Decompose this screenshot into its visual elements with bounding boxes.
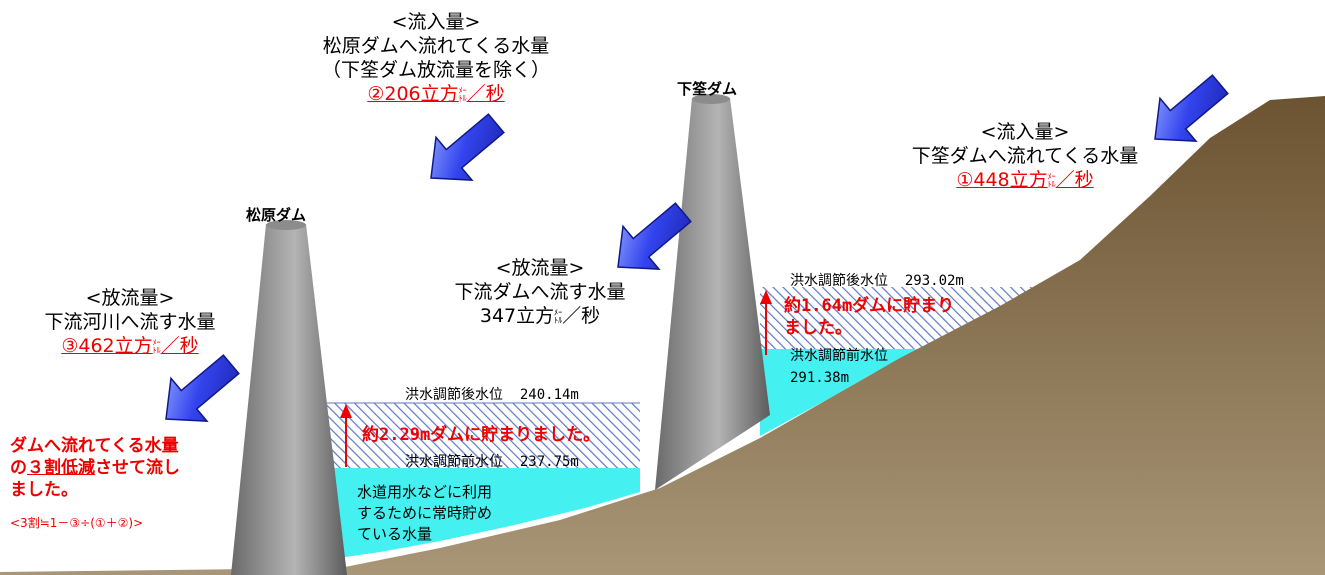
matsubara-before-level: 洪水調節前水位 237.75m — [405, 454, 579, 470]
matsubara-after-level: 洪水調節後水位 240.14m — [405, 387, 579, 403]
inflow-matsubara-label: <流入量> 松原ダムへ流れてくる水量 （下筌ダム放流量を除く） ②206立方ﾒｰ… — [318, 10, 554, 106]
release-matsubara-heading: <放流量> — [85, 287, 175, 309]
shimouke-base-water — [760, 349, 920, 436]
inflow-shimouke-label: <流入量> 下筌ダムへ流れてくる水量 ①448立方ﾒｰﾄﾙ／秒 — [880, 120, 1170, 192]
matsubara-base-water-note: 水道用水などに利用 するために常時貯め ている水量 — [357, 483, 493, 543]
inflow-shimouke-heading: <流入量> — [980, 121, 1070, 143]
matsubara-base-water — [325, 468, 640, 560]
shimouke-before-level: 洪水調節前水位 291.38m — [790, 348, 888, 386]
shimouke-stored-note: 約1.64mダムに貯まり ました。 — [784, 296, 955, 338]
inflow-matsubara-note: （下筌ダム放流量を除く） — [321, 59, 550, 81]
release-shimouke-arrow — [617, 202, 692, 271]
release-matsubara-desc: 下流河川へ流す水量 — [44, 311, 216, 333]
inflow-matsubara-desc: 松原ダムへ流れてくる水量 — [322, 35, 550, 57]
inflow-matsubara-heading: <流入量> — [391, 11, 481, 33]
summary-note: ダムへ流れてくる水量 の３割低減させて流し ました。 — [10, 436, 180, 500]
inflow-shimouke-desc: 下筌ダムへ流れてくる水量 — [911, 145, 1139, 167]
release-matsubara-value: ③462立方ﾒｰﾄﾙ／秒 — [61, 335, 199, 357]
shimouke-dam — [655, 98, 770, 490]
shimouke-dam-crest — [692, 94, 730, 104]
matsubara-stored-note: 約2.29mダムに貯まりました。 — [362, 425, 601, 445]
release-shimouke-value: 347立方ﾒｰﾄﾙ／秒 — [479, 305, 601, 327]
release-shimouke-heading: <放流量> — [495, 257, 585, 279]
release-matsubara-label: <放流量> 下流河川へ流す水量 ③462立方ﾒｰﾄﾙ／秒 — [30, 286, 230, 358]
release-matsubara-arrow — [165, 354, 240, 423]
matsubara-dam-crest — [266, 220, 306, 230]
summary-formula: <3割≒1－③÷(①＋②)> — [10, 516, 144, 530]
matsubara-stored-water — [325, 403, 640, 468]
shimouke-rise-arrow — [760, 290, 772, 355]
inflow-shimouke-arrow — [1154, 74, 1229, 143]
release-shimouke-label: <放流量> 下流ダムへ流す水量 347立方ﾒｰﾄﾙ／秒 — [440, 256, 640, 328]
matsubara-dam — [231, 224, 347, 575]
matsubara-dam-name: 松原ダム — [246, 206, 307, 224]
inflow-shimouke-value: ①448立方ﾒｰﾄﾙ／秒 — [956, 169, 1094, 191]
release-shimouke-desc: 下流ダムへ流す水量 — [454, 281, 626, 303]
inflow-matsubara-arrow — [430, 113, 505, 182]
shimouke-stored-water — [760, 287, 1040, 349]
shimouke-after-level: 洪水調節後水位 293.02m — [790, 273, 964, 289]
matsubara-rise-arrow — [340, 404, 352, 467]
shimouke-dam-name: 下筌ダム — [677, 80, 738, 98]
inflow-matsubara-value: ②206立方ﾒｰﾄﾙ／秒 — [367, 83, 505, 105]
ground-mountain — [0, 96, 1325, 575]
